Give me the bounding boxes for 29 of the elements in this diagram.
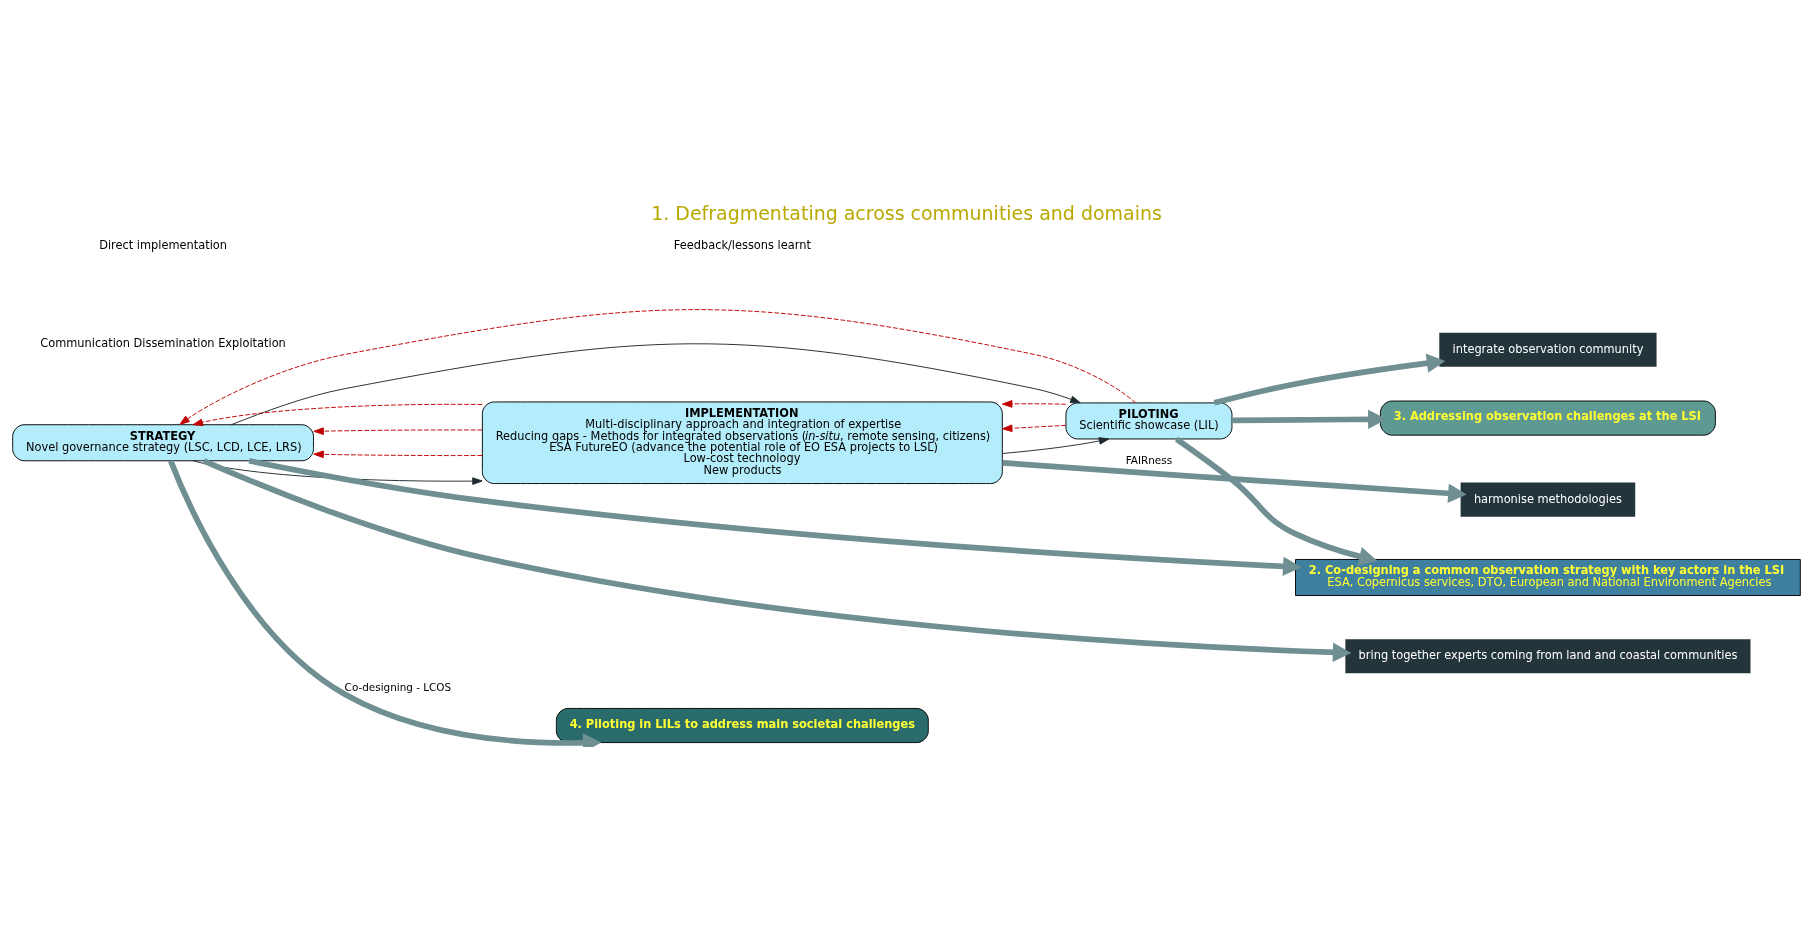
- diagram-title: 1. Defragmentating across communities and domains: [651, 201, 1162, 224]
- arrow: [1002, 437, 1110, 454]
- arrow: [202, 458, 1352, 662]
- arrow: [179, 309, 1137, 425]
- node-box: 4. Piloting in LILs to address main societal challenges: [555, 707, 929, 744]
- arrow: [248, 458, 1302, 577]
- arrow: [1002, 459, 1467, 503]
- node-box: harmonise methodologies: [1460, 482, 1636, 517]
- arrow: [313, 427, 483, 435]
- arrow: [1213, 353, 1446, 406]
- legend-label: Feedback/lessons learnt: [673, 238, 811, 253]
- arrow: [192, 403, 483, 427]
- node-box: integrate observation community: [1439, 332, 1657, 367]
- legend-label: Direct implementation: [99, 238, 227, 253]
- arrow: [230, 343, 1081, 426]
- arrow: [1002, 400, 1067, 408]
- arrow: [1232, 409, 1387, 430]
- arrow: [1174, 436, 1378, 566]
- arrow: [313, 450, 483, 459]
- node-box: bring together experts coming from land and coastal communities: [1345, 639, 1751, 674]
- node-box: 2. Co-designing a common observation strategy with key actors in the LSI ESA, Copernicus services, DTO, European and National Environment Agencies: [1295, 559, 1801, 596]
- label: Communication Dissemination Exploitation: [40, 336, 286, 351]
- node-box: STRATEGY Novel governance strategy (LSC, LCD, LCE, LRS): [12, 424, 314, 462]
- edge-label: FAIRness: [1125, 454, 1173, 467]
- node-box: IMPLEMENTATION Multi-disciplinary approach and integration of expertise Reducing gaps - Methods for integrated observations (in-situ, remote sensing, citizens) ESA FutureEO (advance the potential role of EO ESA projects to LSL) Low-cost technology New products: [481, 401, 1003, 485]
- node-box: PILOTING Scientific showcase (LIL): [1065, 402, 1233, 440]
- edge-label: Co-designing - LCOS: [344, 681, 452, 694]
- node-box: 3. Addressing observation challenges at the LSI: [1379, 400, 1716, 436]
- arrow: [1002, 424, 1067, 433]
